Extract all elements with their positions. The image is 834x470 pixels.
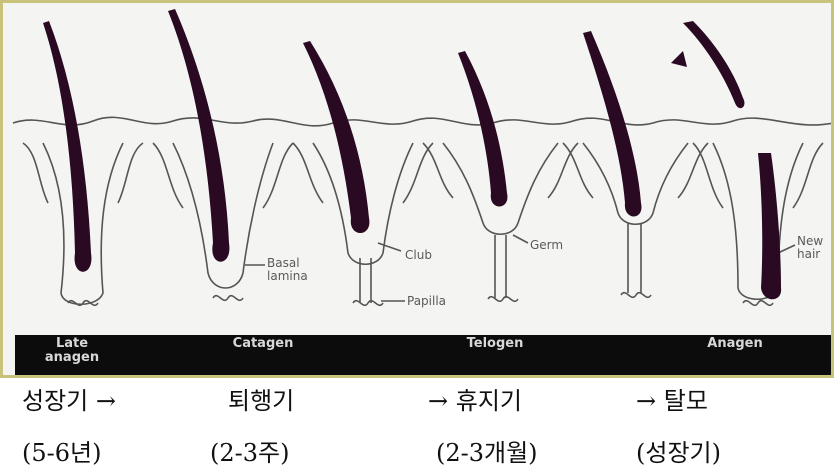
shed-arrow-icon (671, 51, 687, 67)
duration-resting-phase: (2-3개월) (436, 433, 538, 468)
caption-growth-phase: 성장기 → (22, 381, 116, 416)
stage-label-catagen: Catagen (223, 337, 303, 351)
germ-leader (513, 235, 528, 243)
caption-shedding-phase: → 탈모 (636, 381, 708, 416)
stage-label-anagen: Anagen (695, 337, 775, 351)
duration-shedding-phase: (성장기) (636, 433, 721, 468)
annotation-club: Club (405, 249, 432, 262)
follicle-6-sheath (713, 143, 803, 299)
stage-label-telogen: Telogen (455, 337, 535, 351)
caption-regression-phase: 퇴행기 (228, 381, 294, 416)
annotation-germ: Germ (530, 239, 563, 252)
new-hair-leader (778, 245, 795, 253)
annotation-papilla: Papilla (407, 295, 446, 308)
caption-resting-phase: → 휴지기 (428, 381, 522, 416)
skin-surface-line (13, 117, 833, 126)
hair-follicle-drawing (3, 3, 834, 378)
duration-growth-phase: (5-6년) (22, 433, 101, 468)
club-leader (378, 243, 401, 251)
duration-regression-phase: (2-3주) (210, 433, 289, 468)
